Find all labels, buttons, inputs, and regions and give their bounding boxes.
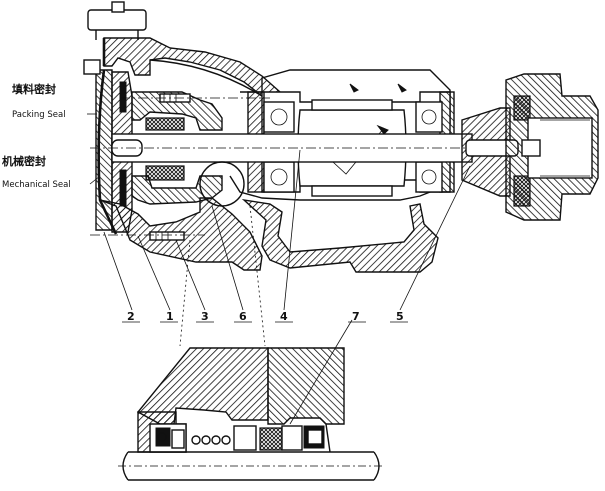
packing-seal-cn-text: 填料密封 (12, 82, 56, 96)
bearing-bracket (240, 69, 451, 124)
support-foot (241, 198, 439, 273)
coupling (461, 73, 599, 221)
drain-port (199, 161, 245, 207)
bearing-left (263, 101, 295, 193)
callout-2-text: 2 (127, 310, 135, 323)
vent-marks (349, 83, 407, 93)
callout-5: 5 (390, 165, 471, 323)
detail-shaft (128, 451, 374, 481)
callout-7-text: 7 (352, 310, 360, 323)
callout-2: 2 (103, 231, 140, 323)
detail-rotating-ring (233, 425, 257, 451)
handwheel (87, 1, 147, 40)
detail-carbon-face (259, 427, 283, 451)
callout-1: 1 (137, 235, 178, 323)
seal-face (119, 169, 127, 207)
gland-bolt-bottom (149, 231, 185, 241)
packing-seal-label: 填料密封 Packing Seal (12, 82, 97, 120)
mechanical-seal-en-text: Mechanical Seal (2, 180, 71, 190)
detail-spring (191, 435, 231, 445)
mechanical-seal-label: 机械密封 Mechanical Seal (2, 154, 101, 190)
volute-casing (103, 37, 282, 97)
callout-6: 6 (211, 205, 252, 323)
seal-detail-view (118, 205, 384, 481)
packing-ring (119, 81, 127, 113)
callout-1-text: 1 (166, 310, 174, 323)
top-nut (83, 59, 101, 75)
mechanical-seal-cn-text: 机械密封 (2, 154, 46, 168)
seal-housing (131, 91, 223, 131)
packing-block-bottom (145, 165, 185, 181)
callout-3-text: 3 (201, 310, 209, 323)
callout-5-text: 5 (396, 310, 404, 323)
callout-6-text: 6 (239, 310, 247, 323)
callout-4: 4 (275, 149, 301, 323)
detail-retainer (281, 425, 303, 451)
callout-4-text: 4 (280, 310, 288, 323)
pump-assembly (83, 1, 599, 273)
cover-plate (95, 69, 113, 231)
callout-3: 3 (175, 239, 214, 323)
packing-block-top (145, 117, 185, 131)
bearing-right (415, 101, 443, 193)
detail-housing (267, 347, 345, 425)
packing-seal-en-text: Packing Seal (12, 110, 66, 120)
